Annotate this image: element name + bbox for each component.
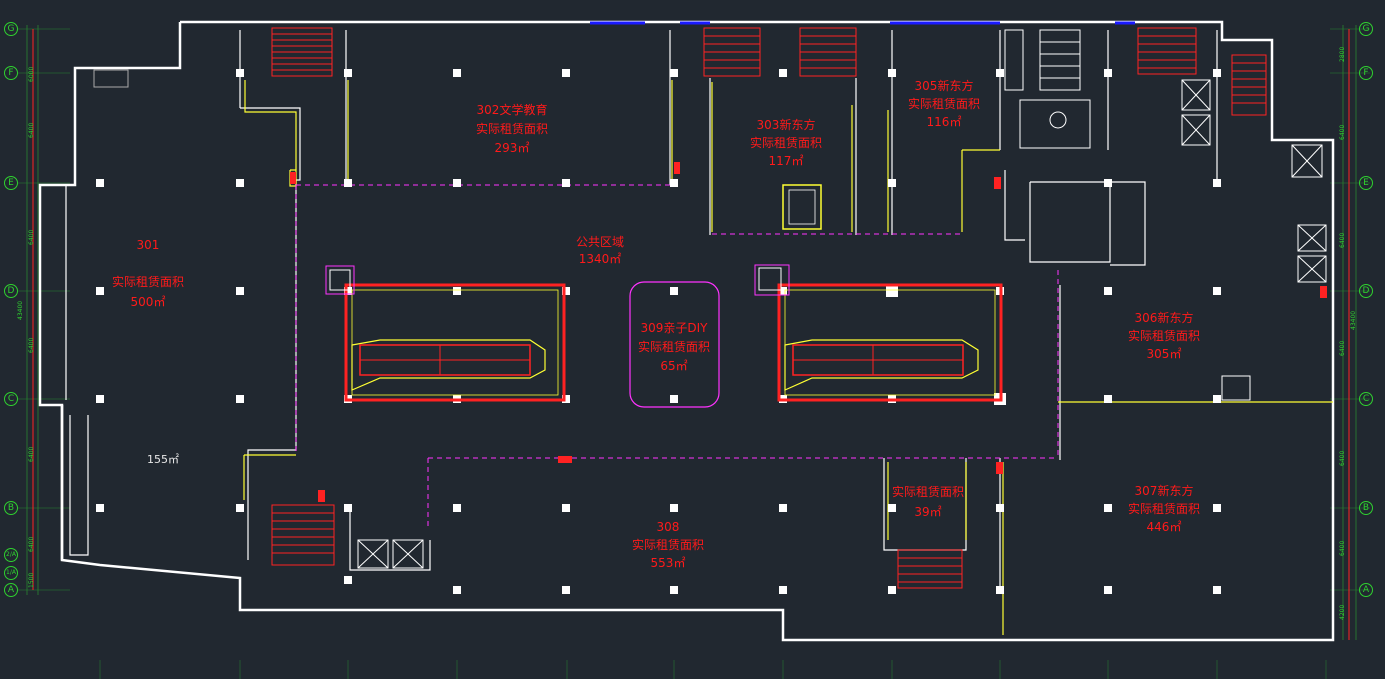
dim-left-6: 6000 bbox=[28, 66, 35, 82]
dim-right-total: 43400 bbox=[1350, 310, 1357, 330]
room-309-name: 309亲子DIY bbox=[640, 321, 708, 335]
small-room-area-label: 实际租赁面积 bbox=[891, 485, 965, 499]
restrooms bbox=[1004, 29, 1091, 149]
grid-bubble-right-c: C bbox=[1359, 392, 1373, 406]
escalator-left bbox=[325, 265, 566, 402]
room-305-name: 305新东方 bbox=[914, 79, 974, 93]
dim-left-3: 6400 bbox=[28, 337, 35, 353]
public-area-name: 公共区域 bbox=[575, 235, 625, 249]
shaft-303 bbox=[782, 184, 822, 230]
room-label-public: 公共区域 1340㎡ bbox=[576, 235, 624, 267]
room-305-area-label: 实际租赁面积 bbox=[907, 97, 981, 111]
grid-bubble-right-e: E bbox=[1359, 176, 1373, 190]
room-308-name: 308 bbox=[656, 520, 680, 534]
grid-bubble-left-b: B bbox=[4, 501, 18, 515]
partition-lines bbox=[243, 80, 1333, 635]
grid-bubble-right-f: F bbox=[1359, 66, 1373, 80]
grid-bubble-right-d: D bbox=[1359, 284, 1373, 298]
room-307-name: 307新东方 bbox=[1134, 484, 1194, 498]
grid-bubble-left-f: F bbox=[4, 66, 18, 80]
room-label-305: 305新东方 实际租赁面积 116㎡ bbox=[908, 79, 980, 130]
room-306-area-label: 实际租赁面积 bbox=[1127, 329, 1201, 343]
dim-left-5: 6400 bbox=[28, 536, 35, 552]
dim-left-total: 43400 bbox=[17, 300, 24, 320]
dim-right-5: 6400 bbox=[1339, 450, 1346, 466]
room-306-name: 306新东方 bbox=[1134, 311, 1194, 325]
grid-bubble-left-d: D bbox=[4, 284, 18, 298]
room-label-303: 303新东方 实际租赁面积 117㎡ bbox=[750, 118, 822, 169]
outer-walls bbox=[38, 20, 1335, 642]
room-label-155: 155㎡ bbox=[147, 452, 179, 467]
room-309-area: 65㎡ bbox=[660, 359, 688, 373]
dim-right-1: 2800 bbox=[1339, 46, 1346, 62]
dim-left-1: 6400 bbox=[28, 122, 35, 138]
room-309-area-label: 实际租赁面积 bbox=[637, 340, 711, 354]
dim-left-4: 6400 bbox=[28, 446, 35, 462]
small-room-area: 39㎡ bbox=[914, 505, 942, 519]
room-301-name: 301 bbox=[136, 238, 160, 252]
room-301-area: 500㎡ bbox=[130, 295, 166, 309]
dim-right-2: 6400 bbox=[1339, 124, 1346, 140]
escalator-right bbox=[754, 264, 1003, 402]
room-label-307: 307新东方 实际租赁面积 446㎡ bbox=[1128, 484, 1200, 535]
grid-bubble-left-1a: 1/A bbox=[4, 566, 18, 580]
room-308-area-label: 实际租赁面积 bbox=[631, 538, 705, 552]
grid-bubble-left-c: C bbox=[4, 392, 18, 406]
room-label-301: 301 实际租赁面积 500㎡ bbox=[112, 238, 184, 310]
room-303-area-label: 实际租赁面积 bbox=[749, 136, 823, 150]
room-302-name: 302文学教育 bbox=[476, 103, 548, 117]
room-label-small: 实际租赁面积 39㎡ bbox=[892, 485, 964, 520]
grid-bubble-left-g: G bbox=[4, 22, 18, 36]
room-label-306: 306新东方 实际租赁面积 305㎡ bbox=[1128, 311, 1200, 362]
room-label-302: 302文学教育 实际租赁面积 293㎡ bbox=[476, 103, 548, 156]
public-area-size: 1340㎡ bbox=[578, 252, 622, 266]
room-301-area-label: 实际租赁面积 bbox=[111, 275, 185, 289]
room-307-area: 446㎡ bbox=[1146, 520, 1182, 534]
grid-bubble-left-2a: 2/A bbox=[4, 548, 18, 562]
room-303-name: 303新东方 bbox=[756, 118, 816, 132]
dim-right-4: 6400 bbox=[1339, 340, 1346, 356]
room-302-area: 293㎡ bbox=[494, 141, 530, 155]
grid-bubble-right-g: G bbox=[1359, 22, 1373, 36]
area-155: 155㎡ bbox=[147, 453, 179, 466]
room-306-area: 305㎡ bbox=[1146, 347, 1182, 361]
room-305-area: 116㎡ bbox=[926, 115, 962, 129]
room-307-area-label: 实际租赁面积 bbox=[1127, 502, 1201, 516]
dim-left-7: 1500 bbox=[28, 572, 35, 588]
room-label-308: 308 实际租赁面积 553㎡ bbox=[632, 520, 704, 571]
dim-right-7: 4200 bbox=[1339, 604, 1346, 620]
room-302-area-label: 实际租赁面积 bbox=[475, 122, 549, 136]
grid-bubble-left-e: E bbox=[4, 176, 18, 190]
room-label-309: 309亲子DIY 实际租赁面积 65㎡ bbox=[638, 321, 710, 374]
zone-309 bbox=[629, 281, 720, 408]
room-308-area: 553㎡ bbox=[650, 556, 686, 570]
grid-bubble-left-a: A bbox=[4, 583, 18, 597]
grid-bubble-right-a: A bbox=[1359, 583, 1373, 597]
zone-boundary bbox=[295, 184, 1059, 530]
hydrants bbox=[290, 162, 1327, 502]
dim-left-2: 6400 bbox=[28, 229, 35, 245]
grid-bubble-right-b: B bbox=[1359, 501, 1373, 515]
dim-right-3: 6400 bbox=[1339, 232, 1346, 248]
room-303-area: 117㎡ bbox=[768, 154, 804, 168]
elevators bbox=[93, 69, 1327, 569]
dim-right-6: 6400 bbox=[1339, 540, 1346, 556]
stairs bbox=[271, 27, 1267, 589]
